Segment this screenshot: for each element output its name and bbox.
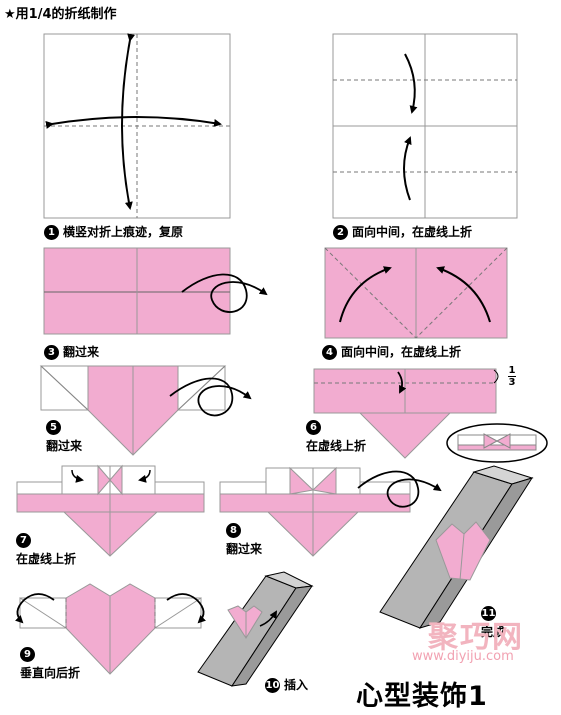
- step8-figure: [219, 466, 442, 557]
- step4-caption: 4 面向中间，在虚线上折: [322, 343, 461, 360]
- step9-text: 垂直向后折: [20, 666, 81, 680]
- step10-caption: 10 插入: [265, 676, 308, 693]
- step2-figure: [332, 33, 518, 219]
- fraction-label: 1 3: [508, 365, 516, 388]
- step5-caption: 5 翻过来: [46, 420, 82, 454]
- fraction-numerator: 1: [508, 365, 516, 376]
- step4-number: 4: [322, 345, 337, 360]
- step5-text: 翻过来: [46, 439, 83, 453]
- step1-figure: [43, 33, 231, 219]
- header-text: 用1/4的折纸制作: [15, 7, 117, 22]
- page-header: ★用1/4的折纸制作: [4, 3, 117, 22]
- step9-figure: [14, 583, 207, 675]
- step6-figure: [313, 368, 548, 463]
- step4-figure: [324, 247, 508, 339]
- watermark-brand: 聚巧网: [428, 620, 524, 655]
- step1-caption: 1 横竖对折上痕迹，复原: [44, 223, 183, 240]
- step4-text: 面向中间，在虚线上折: [341, 345, 462, 359]
- step8-number: 8: [226, 523, 241, 538]
- page-title: 心型装饰1: [356, 681, 488, 712]
- step3-number: 3: [44, 345, 59, 360]
- step3-text: 翻过来: [63, 345, 100, 359]
- fraction-bar: [508, 376, 516, 377]
- fraction-denominator: 3: [508, 377, 516, 388]
- step8-caption: 8 翻过来: [226, 523, 262, 557]
- step6-caption: 6 在虚线上折: [306, 420, 366, 454]
- step11-caption: 11 完成: [481, 606, 505, 640]
- step7-caption: 7 在虚线上折: [16, 533, 76, 567]
- step3-caption: 3 翻过来: [44, 343, 99, 360]
- step8-text: 翻过来: [226, 542, 263, 556]
- step5-number: 5: [46, 420, 61, 435]
- star-icon: ★: [4, 7, 16, 22]
- step1-number: 1: [44, 225, 59, 240]
- step10-text: 插入: [284, 678, 309, 692]
- step3-figure: [43, 247, 268, 335]
- watermark-url: www.diyiju.com: [412, 649, 514, 664]
- step7-number: 7: [16, 533, 31, 548]
- step11-number: 11: [481, 606, 496, 621]
- step2-number: 2: [333, 225, 348, 240]
- step7-text: 在虚线上折: [16, 552, 77, 566]
- step2-text: 面向中间，在虚线上折: [352, 225, 473, 239]
- step11-text: 完成: [481, 625, 506, 639]
- step10-figure: [197, 571, 314, 687]
- step11-figure: [379, 465, 534, 629]
- step6-text: 在虚线上折: [306, 439, 367, 453]
- step9-caption: 9 垂直向后折: [20, 647, 80, 681]
- step7-figure: [16, 464, 205, 557]
- step9-number: 9: [20, 647, 35, 662]
- step2-caption: 2 面向中间，在虚线上折: [333, 223, 472, 240]
- step1-text: 横竖对折上痕迹，复原: [63, 225, 184, 239]
- step5-figure: [39, 365, 252, 456]
- step10-number: 10: [265, 678, 280, 693]
- step6-number: 6: [306, 420, 321, 435]
